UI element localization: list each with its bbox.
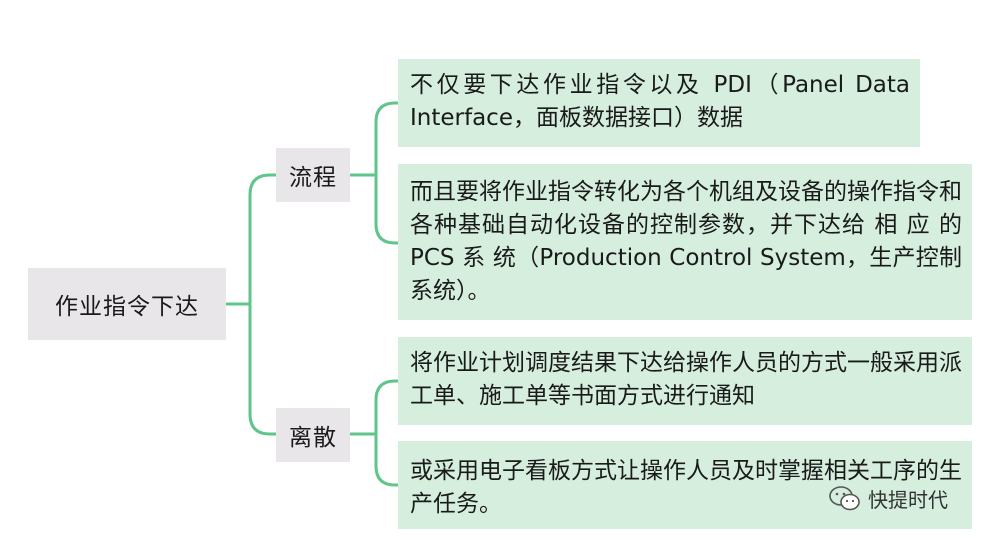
leaf-node-discrete-2: 或采用电子看板方式让操作人员及时掌握相关工序的生产任务。 (398, 441, 972, 529)
watermark: 快提时代 (828, 484, 948, 513)
leaf-text: 而且要将作业指令转化为各个机组及设备的操作指令和各种基础自动化设备的控制参数，并… (410, 179, 962, 304)
leaf-node-discrete-1: 将作业计划调度结果下达给操作人员的方式一般采用派工单、施工单等书面方式进行通知 (398, 337, 972, 425)
leaf-node-process-1: 不仅要下达作业指令以及 PDI（Panel Data Interface，面板数… (398, 59, 920, 147)
wechat-icon (829, 485, 860, 510)
leaf-text: 不仅要下达作业指令以及 PDI（Panel Data Interface，面板数… (410, 72, 910, 131)
branch-label-discrete: 离散 (289, 425, 337, 451)
root-node: 作业指令下达 (28, 268, 226, 340)
root-label: 作业指令下达 (55, 294, 199, 320)
branch-node-discrete: 离散 (276, 408, 350, 462)
leaf-text: 或采用电子看板方式让操作人员及时掌握相关工序的生产任务。 (410, 458, 962, 517)
watermark-text: 快提时代 (868, 488, 948, 512)
leaf-node-process-2: 而且要将作业指令转化为各个机组及设备的操作指令和各种基础自动化设备的控制参数，并… (398, 164, 972, 320)
branch-node-process: 流程 (276, 148, 350, 202)
branch-label-process: 流程 (289, 165, 337, 191)
leaf-text: 将作业计划调度结果下达给操作人员的方式一般采用派工单、施工单等书面方式进行通知 (410, 350, 962, 409)
